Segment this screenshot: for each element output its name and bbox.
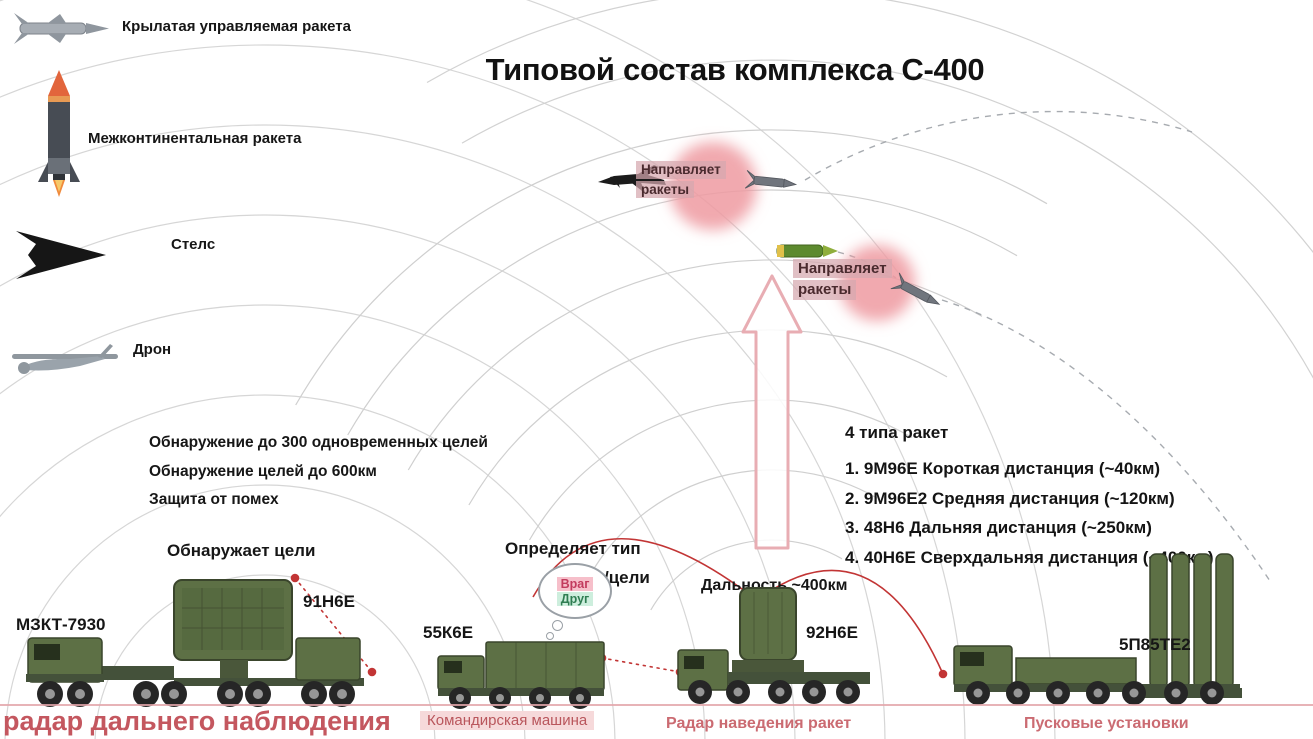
radar-arcs-left [0,0,1056,739]
enemy-tag: Враг [556,576,594,591]
directs-missiles-label: Направляет ракеты [793,259,892,302]
command-vehicle [437,641,605,709]
missile-types-list: 4 типа ракет 1. 9М96Е Короткая дистанция… [845,423,1214,572]
caption-surveillance-radar: радар дальнего наблюдения [3,706,391,736]
launcher-label: 5П85ТЕ2 [1119,635,1191,654]
directs-line2: ракеты [793,280,857,300]
detects-targets-label: Обнаружает цели [167,541,316,560]
threat-label-cruise-missile: Крылатая управляемая ракета [122,18,351,35]
surveillance-radar-vehicle [26,579,364,707]
missile-types-header: 4 типа ракет [845,423,949,442]
type-target-label: /цели [604,568,650,587]
guidance-radar-vehicle [677,587,870,704]
missile-type-item: 4. 40Н6Е Сверхдальняя дистанция (~400км) [845,547,1214,567]
threat-label-stealth: Стелс [171,236,216,253]
capabilities-block: Обнаружение до 300 одновременных целей О… [149,429,488,515]
caption-guidance-radar: Радар наведения ракет [666,715,852,732]
launcher-vehicle [953,553,1242,705]
caption-launchers: Пусковые установки [1024,715,1189,732]
missile-trajectory-lines [804,110,1273,585]
capability-line: Обнаружение целей до 600км [149,462,377,480]
caption-command-vehicle: Командирская машина [420,711,595,730]
up-arrow-outline [741,274,803,550]
capability-line: Защита от помех [149,491,279,508]
chassis-label: МЗКТ-7930 [16,615,106,634]
determines-type-label: Определяет тип [505,539,641,558]
missile-type-item: 3. 48Н6 Дальняя дистанция (~250км) [845,518,1152,537]
directs-line2: ракеты [636,180,694,199]
directs-line1: Направляет [636,161,726,179]
radar-arcs-right [426,0,1313,379]
cruise-missile-icon [14,13,109,44]
stealth-bomber-icon [16,231,106,279]
command-post-label: 55К6Е [423,623,474,642]
guidance-radar-label: 92Н6Е [806,623,858,642]
capability-line: Обнаружение до 300 одновременных целей [149,434,488,451]
bubble-tail-dot [552,620,563,631]
interceptor-missile-icon [776,244,838,258]
friend-tag: Друг [556,591,594,606]
bubble-tail-dot [546,632,554,640]
radar-wave-arcs-center [295,129,1048,611]
page-title: Типовой состав комплекса С-400 [485,52,985,87]
ground-line [0,704,1313,706]
threat-label-icbm: Межконтинентальная ракета [88,130,302,147]
missile-type-item: 2. 9М96Е2 Средняя дистанция (~120км) [845,488,1175,508]
directs-missiles-label: Направляет ракеты [636,161,726,200]
range-label: Дальность ~400км [701,577,848,594]
threat-label-drone: Дрон [133,341,172,358]
drone-icon [12,344,118,374]
directs-line1: Направляет [793,259,892,279]
surveillance-radar-label: 91Н6Е [303,592,355,611]
friend-or-foe-bubble: Враг Друг [538,563,612,619]
missile-type-item: 1. 9М96Е Короткая дистанция (~40км) [845,459,1161,478]
icbm-icon [38,70,80,197]
